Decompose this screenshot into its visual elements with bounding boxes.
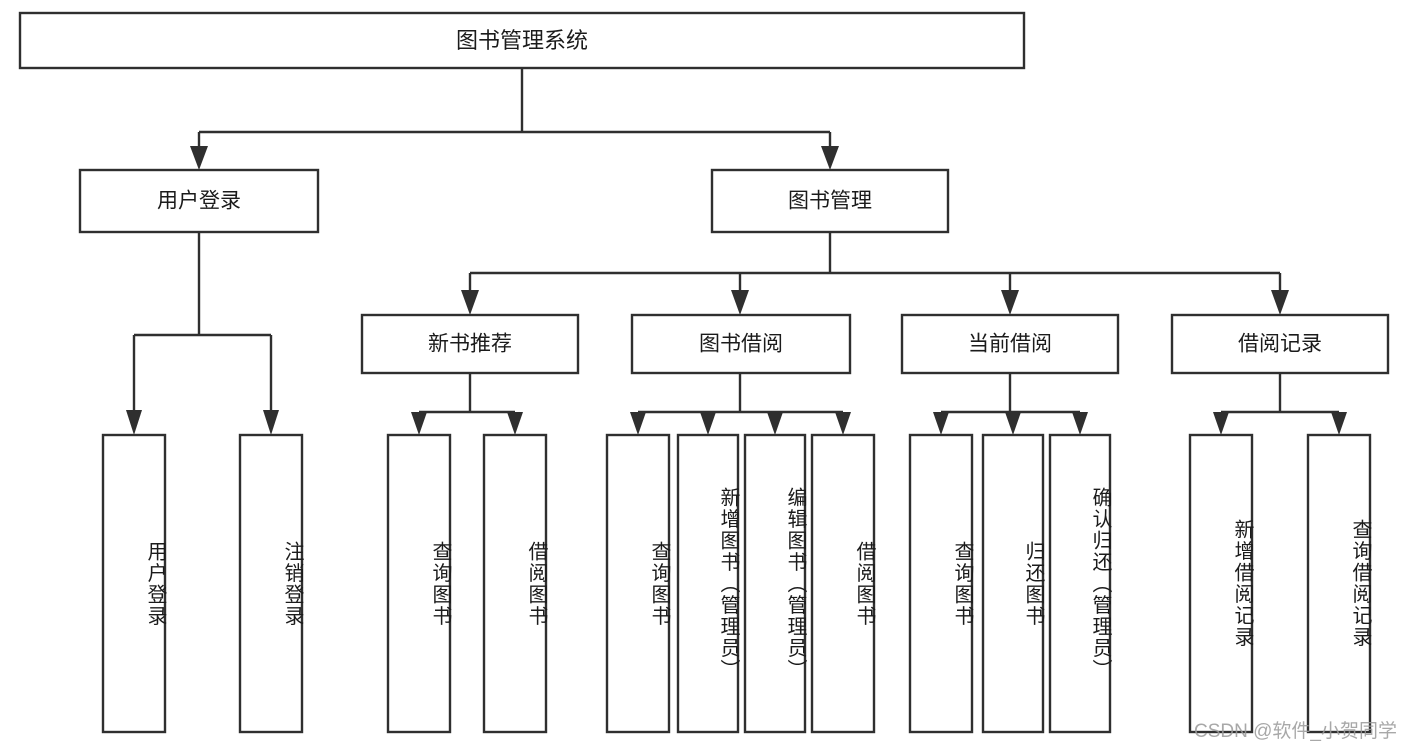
node-new-book-recommend-label: 新书推荐	[428, 333, 512, 356]
node-new-book-recommend[interactable]: 新书推荐	[360, 313, 580, 375]
connector-bookborrow-to-leaves	[630, 373, 851, 435]
node-book-manage-label: 图书管理	[788, 190, 872, 213]
node-user-login[interactable]: 用户登录	[78, 168, 320, 234]
arrow-head-icon	[263, 410, 279, 435]
arrow-head-icon	[1213, 412, 1229, 435]
leaf-confirm-return-rect[interactable]	[1048, 433, 1112, 734]
leaf-node-rects	[101, 433, 1372, 734]
arrow-head-icon	[126, 410, 142, 435]
node-user-login-rect[interactable]	[78, 168, 320, 234]
connector-currentborrow-to-leaves	[933, 373, 1088, 435]
watermark-text: CSDN @软件_小贺同学	[1194, 721, 1397, 742]
node-current-borrow[interactable]: 当前借阅	[900, 313, 1120, 375]
node-root-label: 图书管理系统	[456, 28, 588, 53]
leaf-user-login-rect[interactable]	[101, 433, 167, 734]
leaf-query-book-cur-rect[interactable]	[908, 433, 974, 734]
arrow-head-icon	[411, 412, 427, 435]
node-user-login-label: 用户登录	[157, 190, 241, 213]
leaf-borrow-book-bor-rect[interactable]	[810, 433, 876, 734]
arrow-head-icon	[1271, 290, 1289, 315]
leaf-return-book-rect[interactable]	[981, 433, 1045, 734]
node-borrow-record-rect[interactable]	[1170, 313, 1390, 375]
node-borrow-record-label: 借阅记录	[1238, 333, 1322, 356]
arrow-head-icon	[767, 412, 783, 435]
leaf-logout-rect[interactable]	[238, 433, 304, 734]
node-root-rect[interactable]	[18, 11, 1026, 70]
leaf-add-record-rect[interactable]	[1188, 433, 1254, 734]
connector-bookmanage-to-level3	[461, 232, 1289, 315]
arrow-head-icon	[933, 412, 949, 435]
node-book-borrow-label: 图书借阅	[699, 333, 783, 356]
arrow-head-icon	[630, 412, 646, 435]
arrow-head-icon	[1072, 412, 1088, 435]
node-root[interactable]: 图书管理系统	[18, 11, 1026, 70]
connector-newbook-to-leaves	[411, 373, 523, 435]
node-book-borrow[interactable]: 图书借阅	[630, 313, 852, 375]
node-book-manage[interactable]: 图书管理	[710, 168, 950, 234]
node-book-manage-rect[interactable]	[710, 168, 950, 234]
arrow-head-icon	[461, 290, 479, 315]
arrow-head-icon	[700, 412, 716, 435]
arrow-head-icon	[507, 412, 523, 435]
arrow-head-icon	[1005, 412, 1021, 435]
node-current-borrow-rect[interactable]	[900, 313, 1120, 375]
arrow-head-icon	[1331, 412, 1347, 435]
leaf-query-book-bor-rect[interactable]	[605, 433, 671, 734]
arrow-head-icon	[1001, 290, 1019, 315]
node-current-borrow-label: 当前借阅	[968, 333, 1052, 356]
connector-userlogin-to-leaves	[126, 232, 279, 435]
connector-borrowrecord-to-leaves	[1213, 373, 1347, 435]
leaf-query-book-rec-rect[interactable]	[386, 433, 452, 734]
arrow-head-icon	[835, 412, 851, 435]
arrow-head-icon	[821, 146, 839, 170]
leaf-add-book-rect[interactable]	[676, 433, 740, 734]
arrow-head-icon	[190, 146, 208, 170]
node-book-borrow-rect[interactable]	[630, 313, 852, 375]
node-borrow-record[interactable]: 借阅记录	[1170, 313, 1390, 375]
leaf-edit-book-rect[interactable]	[743, 433, 807, 734]
leaf-borrow-book-rec-rect[interactable]	[482, 433, 548, 734]
node-new-book-recommend-rect[interactable]	[360, 313, 580, 375]
arrow-head-icon	[731, 290, 749, 315]
connector-root-to-level2	[190, 68, 839, 170]
leaf-query-record-rect[interactable]	[1306, 433, 1372, 734]
